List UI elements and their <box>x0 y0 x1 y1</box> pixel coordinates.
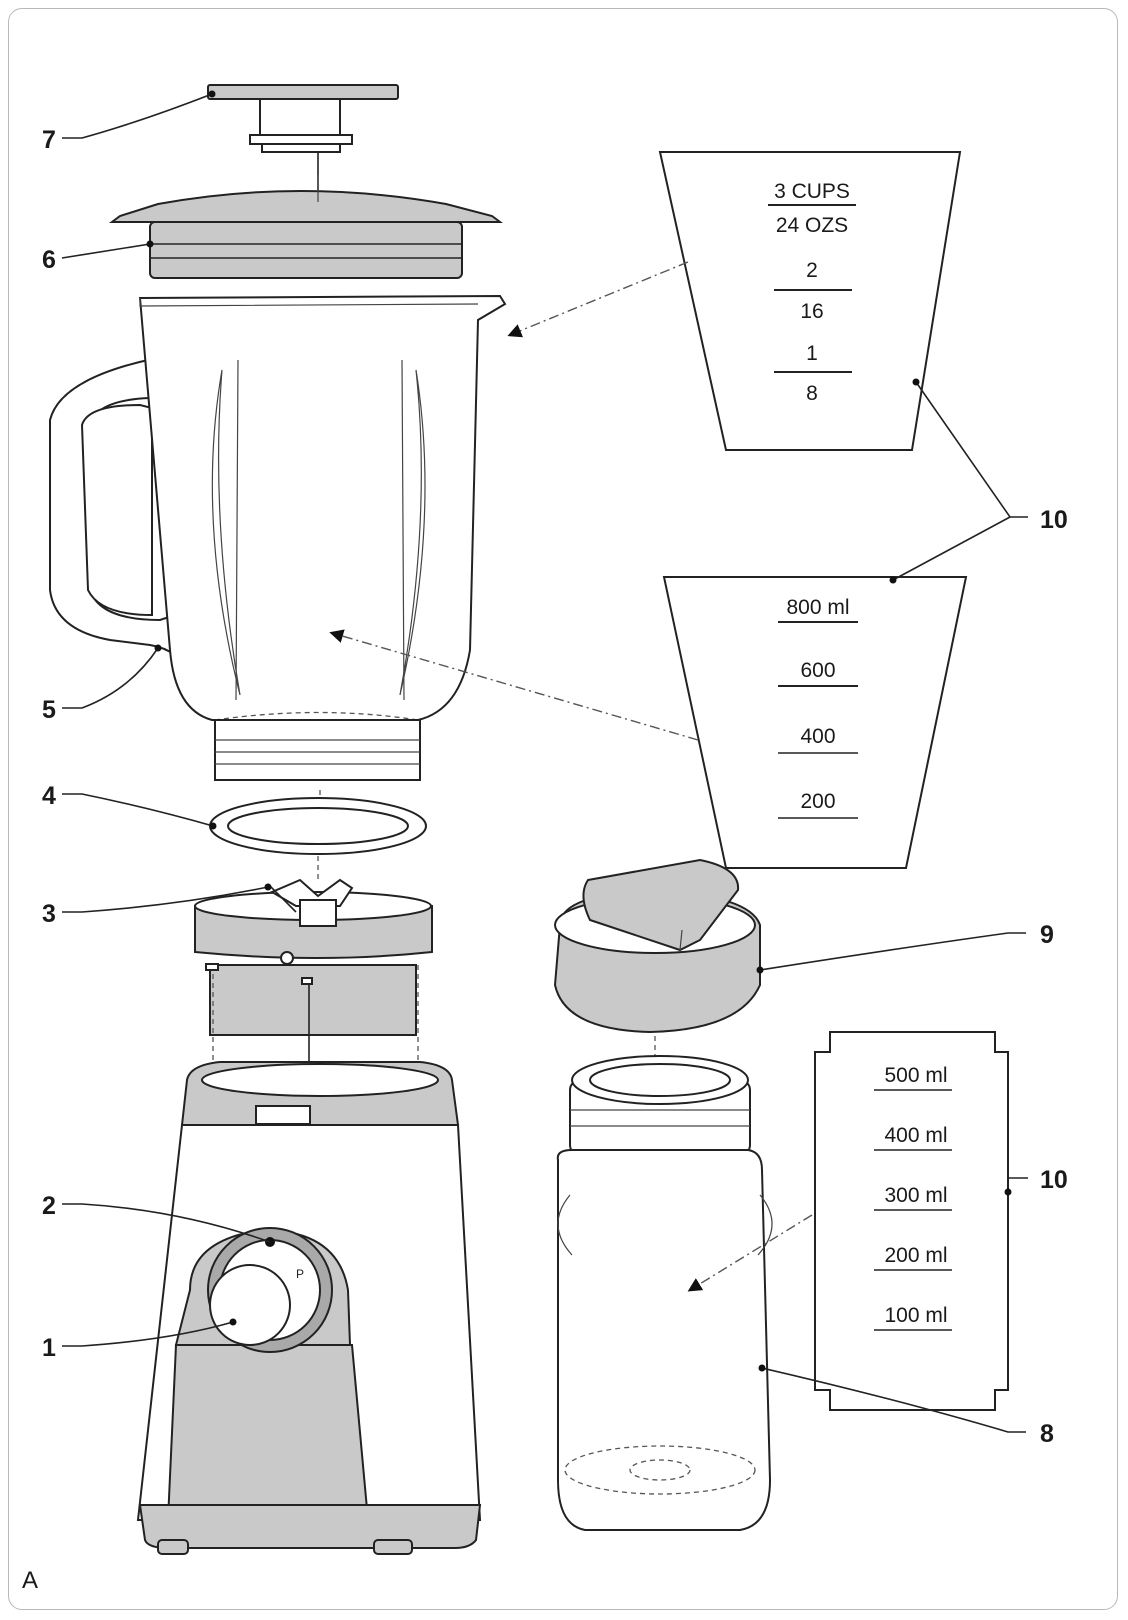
travel-bottle <box>556 1055 773 1531</box>
callout-8: 8 <box>1040 1420 1054 1448</box>
bottle-ml-scale: 500 ml 400 ml 300 ml 200 ml 100 ml <box>814 1031 1009 1411</box>
callout-2: 2 <box>42 1192 56 1220</box>
scale-200ml-label: 200 ml <box>884 1244 947 1267</box>
callout-4: 4 <box>42 782 56 810</box>
callout-10-top: 10 <box>1040 506 1068 534</box>
svg-text:P: P <box>296 1267 304 1281</box>
scale-8-label: 8 <box>806 382 818 405</box>
cups-scale-pointer <box>507 261 689 338</box>
scale-400ml-label: 400 ml <box>884 1124 947 1147</box>
motor-base: P <box>136 1061 482 1555</box>
blade-assembly <box>194 878 433 1100</box>
scale-1-label: 1 <box>806 342 818 365</box>
figure-corner-label: A <box>22 1567 38 1594</box>
scale-2-label: 2 <box>806 259 818 282</box>
bottle-scale-pointer <box>687 1214 813 1292</box>
scale-16-label: 16 <box>800 300 823 323</box>
blender-jar <box>49 294 507 835</box>
callout-5: 5 <box>42 696 56 724</box>
bottle-lid <box>553 858 761 1078</box>
scale-3cups-label: 3 CUPS <box>774 180 850 203</box>
scale-500ml-label: 500 ml <box>884 1064 947 1087</box>
jar-lid <box>109 175 503 279</box>
scale-300ml-label: 300 ml <box>884 1184 947 1207</box>
scale-400-label: 400 <box>800 725 835 748</box>
scale-600-label: 600 <box>800 659 835 682</box>
jar-ml-scale: 800 ml 600 400 200 <box>662 576 968 869</box>
figure-frame <box>8 8 1118 1610</box>
scale-24ozs-label: 24 OZS <box>776 214 848 237</box>
cups-oz-scale: 3 CUPS 24 OZS 2 16 1 8 <box>658 151 962 451</box>
scale-800ml-label: 800 ml <box>786 596 849 619</box>
leader-lines <box>61 90 1028 1433</box>
sealing-ring <box>209 797 427 880</box>
callout-9: 9 <box>1040 921 1054 949</box>
jar-scale-pointer <box>329 629 699 741</box>
callout-6: 6 <box>42 246 56 274</box>
callout-10-bottom: 10 <box>1040 1166 1068 1194</box>
measuring-cap <box>207 84 399 208</box>
callout-7: 7 <box>42 126 56 154</box>
scale-100ml-label: 100 ml <box>884 1304 947 1327</box>
scale-200-label: 200 <box>800 790 835 813</box>
callout-1: 1 <box>42 1334 56 1362</box>
callout-3: 3 <box>42 900 56 928</box>
